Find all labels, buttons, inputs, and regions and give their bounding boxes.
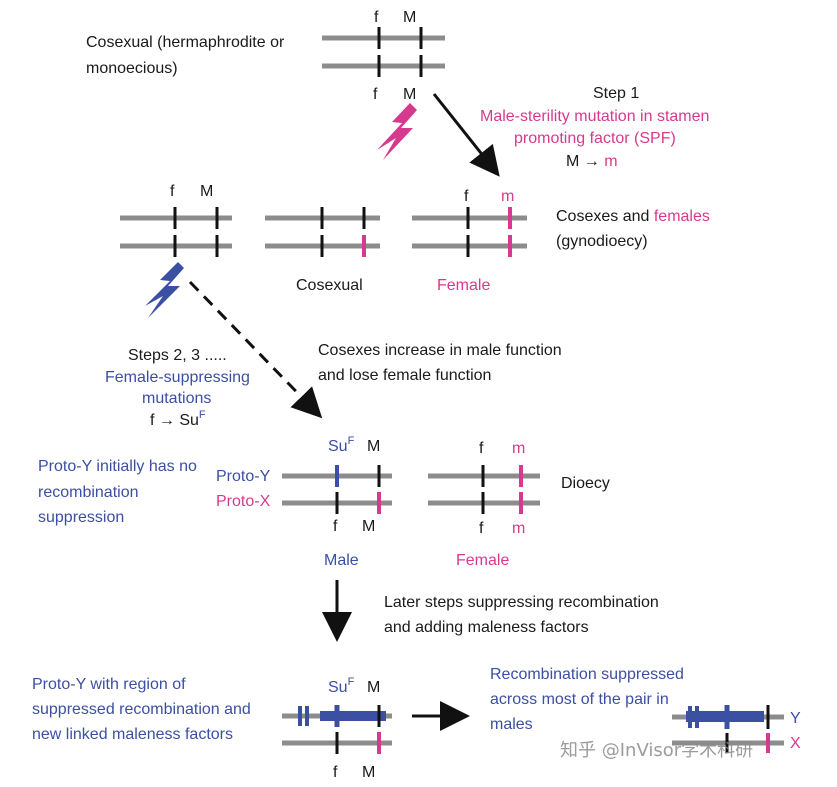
- chromosome-pair-cosexual-middle: [265, 207, 380, 257]
- chromosome-pair-male-protoXY: [282, 465, 392, 514]
- gene-label-f: f: [479, 440, 484, 457]
- cosexes-increase-label: Cosexes increase in male function: [318, 342, 562, 359]
- female-caption: Female: [437, 277, 490, 294]
- protoY-note: recombination: [38, 484, 139, 501]
- protoY-note: suppression: [38, 509, 124, 526]
- step1-desc: promoting factor (SPF): [514, 130, 676, 147]
- protoY-region-label: suppressed recombination and: [32, 701, 251, 718]
- cosexes-females-label: Cosexes and females: [556, 208, 710, 225]
- gene-label-M: M: [403, 86, 416, 103]
- gene-label-M: M: [200, 183, 213, 200]
- female-suppressing-label: Female-suppressing: [105, 369, 250, 386]
- chromosome-pair-cosexual-top: [322, 27, 445, 77]
- male-caption: Male: [324, 552, 359, 569]
- gene-label-f: f: [373, 86, 378, 103]
- pink-lightning-icon: [377, 103, 417, 160]
- steps23-title: Steps 2, 3 .....: [128, 347, 227, 364]
- gene-label-suF: SuF: [328, 435, 355, 455]
- cosexual-caption: Cosexual: [296, 277, 363, 294]
- chromosome-pair-proto-y-suppressed: [282, 705, 392, 754]
- proto-y-label: Proto-Y: [216, 468, 271, 485]
- later-steps-label: and adding maleness factors: [384, 619, 589, 636]
- gene-label-M: M: [403, 9, 416, 26]
- gene-label-f: f: [333, 518, 338, 535]
- recomb-suppressed-label: males: [490, 716, 533, 733]
- gene-label-f: f: [170, 183, 175, 200]
- gene-label-m: m: [512, 440, 525, 457]
- step1-arrow: [432, 93, 500, 177]
- gynodioecy-label: (gynodioecy): [556, 233, 648, 250]
- x-chromosome-label: X: [790, 735, 801, 752]
- watermark: 知乎 @InVisor学术科研: [560, 740, 753, 761]
- blue-lightning-icon: [145, 262, 184, 318]
- steps-dashed-arrow: [188, 280, 323, 419]
- gene-label-M: M: [367, 438, 380, 455]
- protoY-note: Proto-Y initially has no: [38, 458, 197, 475]
- chromosome-pair-female: [412, 207, 527, 257]
- gene-label-f: f: [464, 188, 469, 205]
- step1-desc: Male-sterility mutation in stamen: [480, 108, 709, 125]
- gene-label-m: m: [512, 520, 525, 537]
- protoY-region-label: Proto-Y with region of: [32, 676, 186, 693]
- protoY-region-label: new linked maleness factors: [32, 726, 233, 743]
- later-steps-label: Later steps suppressing recombination: [384, 594, 659, 611]
- dioecy-label: Dioecy: [561, 475, 610, 492]
- chromosome-pair-xy-final: [672, 705, 784, 753]
- gene-label-M: M: [362, 518, 375, 535]
- cosexes-increase-label: and lose female function: [318, 367, 491, 384]
- female-caption: Female: [456, 552, 509, 569]
- gene-label-suF: SuF: [328, 676, 355, 696]
- proto-x-label: Proto-X: [216, 493, 271, 510]
- gene-label-M: M: [367, 679, 380, 696]
- gene-label-f: f: [374, 9, 379, 26]
- y-chromosome-label: Y: [790, 710, 801, 727]
- step1-formula: M → m: [566, 153, 618, 170]
- recomb-suppressed-label: Recombination suppressed: [490, 666, 684, 683]
- gene-label-f: f: [479, 520, 484, 537]
- chromosome-pair-female-dioecy: [428, 465, 540, 514]
- f-to-suF-formula: f → SuF: [150, 409, 206, 429]
- gene-label-m: m: [501, 188, 514, 205]
- female-suppressing-label: mutations: [142, 390, 211, 407]
- recomb-suppressed-label: across most of the pair in: [490, 691, 669, 708]
- gene-label-f: f: [333, 764, 338, 781]
- chromosome-pair-cosexual-left: [120, 207, 232, 257]
- cosexual-title: monoecious): [86, 60, 178, 77]
- cosexual-title: Cosexual (hermaphrodite or: [86, 34, 285, 51]
- step1-title: Step 1: [593, 85, 639, 102]
- gene-label-M: M: [362, 764, 375, 781]
